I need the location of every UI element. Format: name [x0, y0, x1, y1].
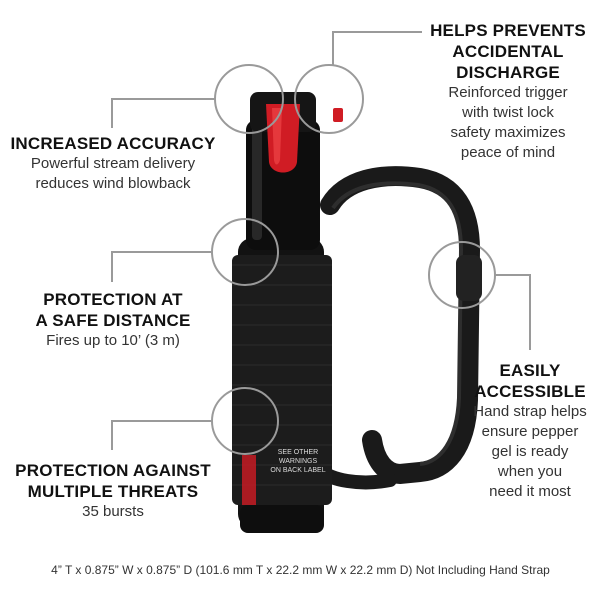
feature-desc-line: gel is ready	[491, 443, 569, 460]
feature-title: INCREASED ACCURACY	[10, 134, 216, 153]
feature-desc-line: Fires up to 10’ (3 m)	[46, 332, 180, 349]
feature-threats: PROTECTION AGAINST MULTIPLE THREATS 35 b…	[8, 460, 218, 522]
feature-desc-line: reduces wind blowback	[35, 175, 191, 192]
can-warning-label: SEE OTHER WARNINGS ON BACK LABEL	[268, 448, 328, 475]
callout-circle-discharge	[294, 64, 364, 134]
feature-title: EASILY	[499, 361, 561, 380]
feature-title: DISCHARGE	[456, 63, 560, 82]
callout-line-discharge	[332, 31, 422, 65]
can-label-line: SEE OTHER	[277, 449, 319, 456]
feature-desc-line: safety maximizes	[450, 124, 566, 141]
feature-accessible: EASILY ACCESSIBLE Hand strap helps ensur…	[462, 360, 598, 502]
feature-title: PROTECTION AGAINST	[15, 461, 211, 480]
feature-desc-line: need it most	[489, 483, 571, 500]
feature-title: ACCESSIBLE	[474, 382, 586, 401]
feature-desc-line: with twist lock	[462, 104, 554, 121]
feature-accuracy: INCREASED ACCURACY Powerful stream deliv…	[8, 133, 218, 194]
feature-title: MULTIPLE THREATS	[27, 482, 199, 501]
pepper-spray-canister-icon	[232, 92, 343, 533]
feature-discharge: HELPS PREVENTS ACCIDENTAL DISCHARGE Rein…	[418, 20, 598, 163]
feature-title: ACCIDENTAL	[452, 42, 564, 61]
callout-line-threats	[111, 420, 212, 450]
feature-title: A SAFE DISTANCE	[35, 311, 191, 330]
feature-desc-line: when you	[497, 463, 563, 480]
callout-line-accuracy	[111, 98, 216, 128]
dimensions-footer: 4” T x 0.875” W x 0.875” D (101.6 mm T x…	[51, 563, 550, 577]
feature-distance: PROTECTION AT A SAFE DISTANCE Fires up t…	[8, 289, 218, 351]
feature-desc-line: Hand strap helps	[473, 403, 587, 420]
feature-title: HELPS PREVENTS	[430, 21, 586, 40]
hand-strap-icon	[313, 166, 482, 490]
feature-title: PROTECTION AT	[43, 290, 183, 309]
feature-desc-line: peace of mind	[460, 144, 556, 161]
can-label-line: WARNINGS	[278, 458, 318, 465]
feature-desc-line: Powerful stream delivery	[30, 155, 196, 172]
callout-line-distance	[111, 251, 212, 282]
feature-desc-line: Reinforced trigger	[448, 84, 568, 101]
can-label-line: ON BACK LABEL	[270, 467, 326, 474]
callout-line-accessible	[495, 274, 531, 350]
feature-desc-line: ensure pepper	[481, 423, 579, 440]
feature-desc-line: 35 bursts	[82, 503, 144, 520]
